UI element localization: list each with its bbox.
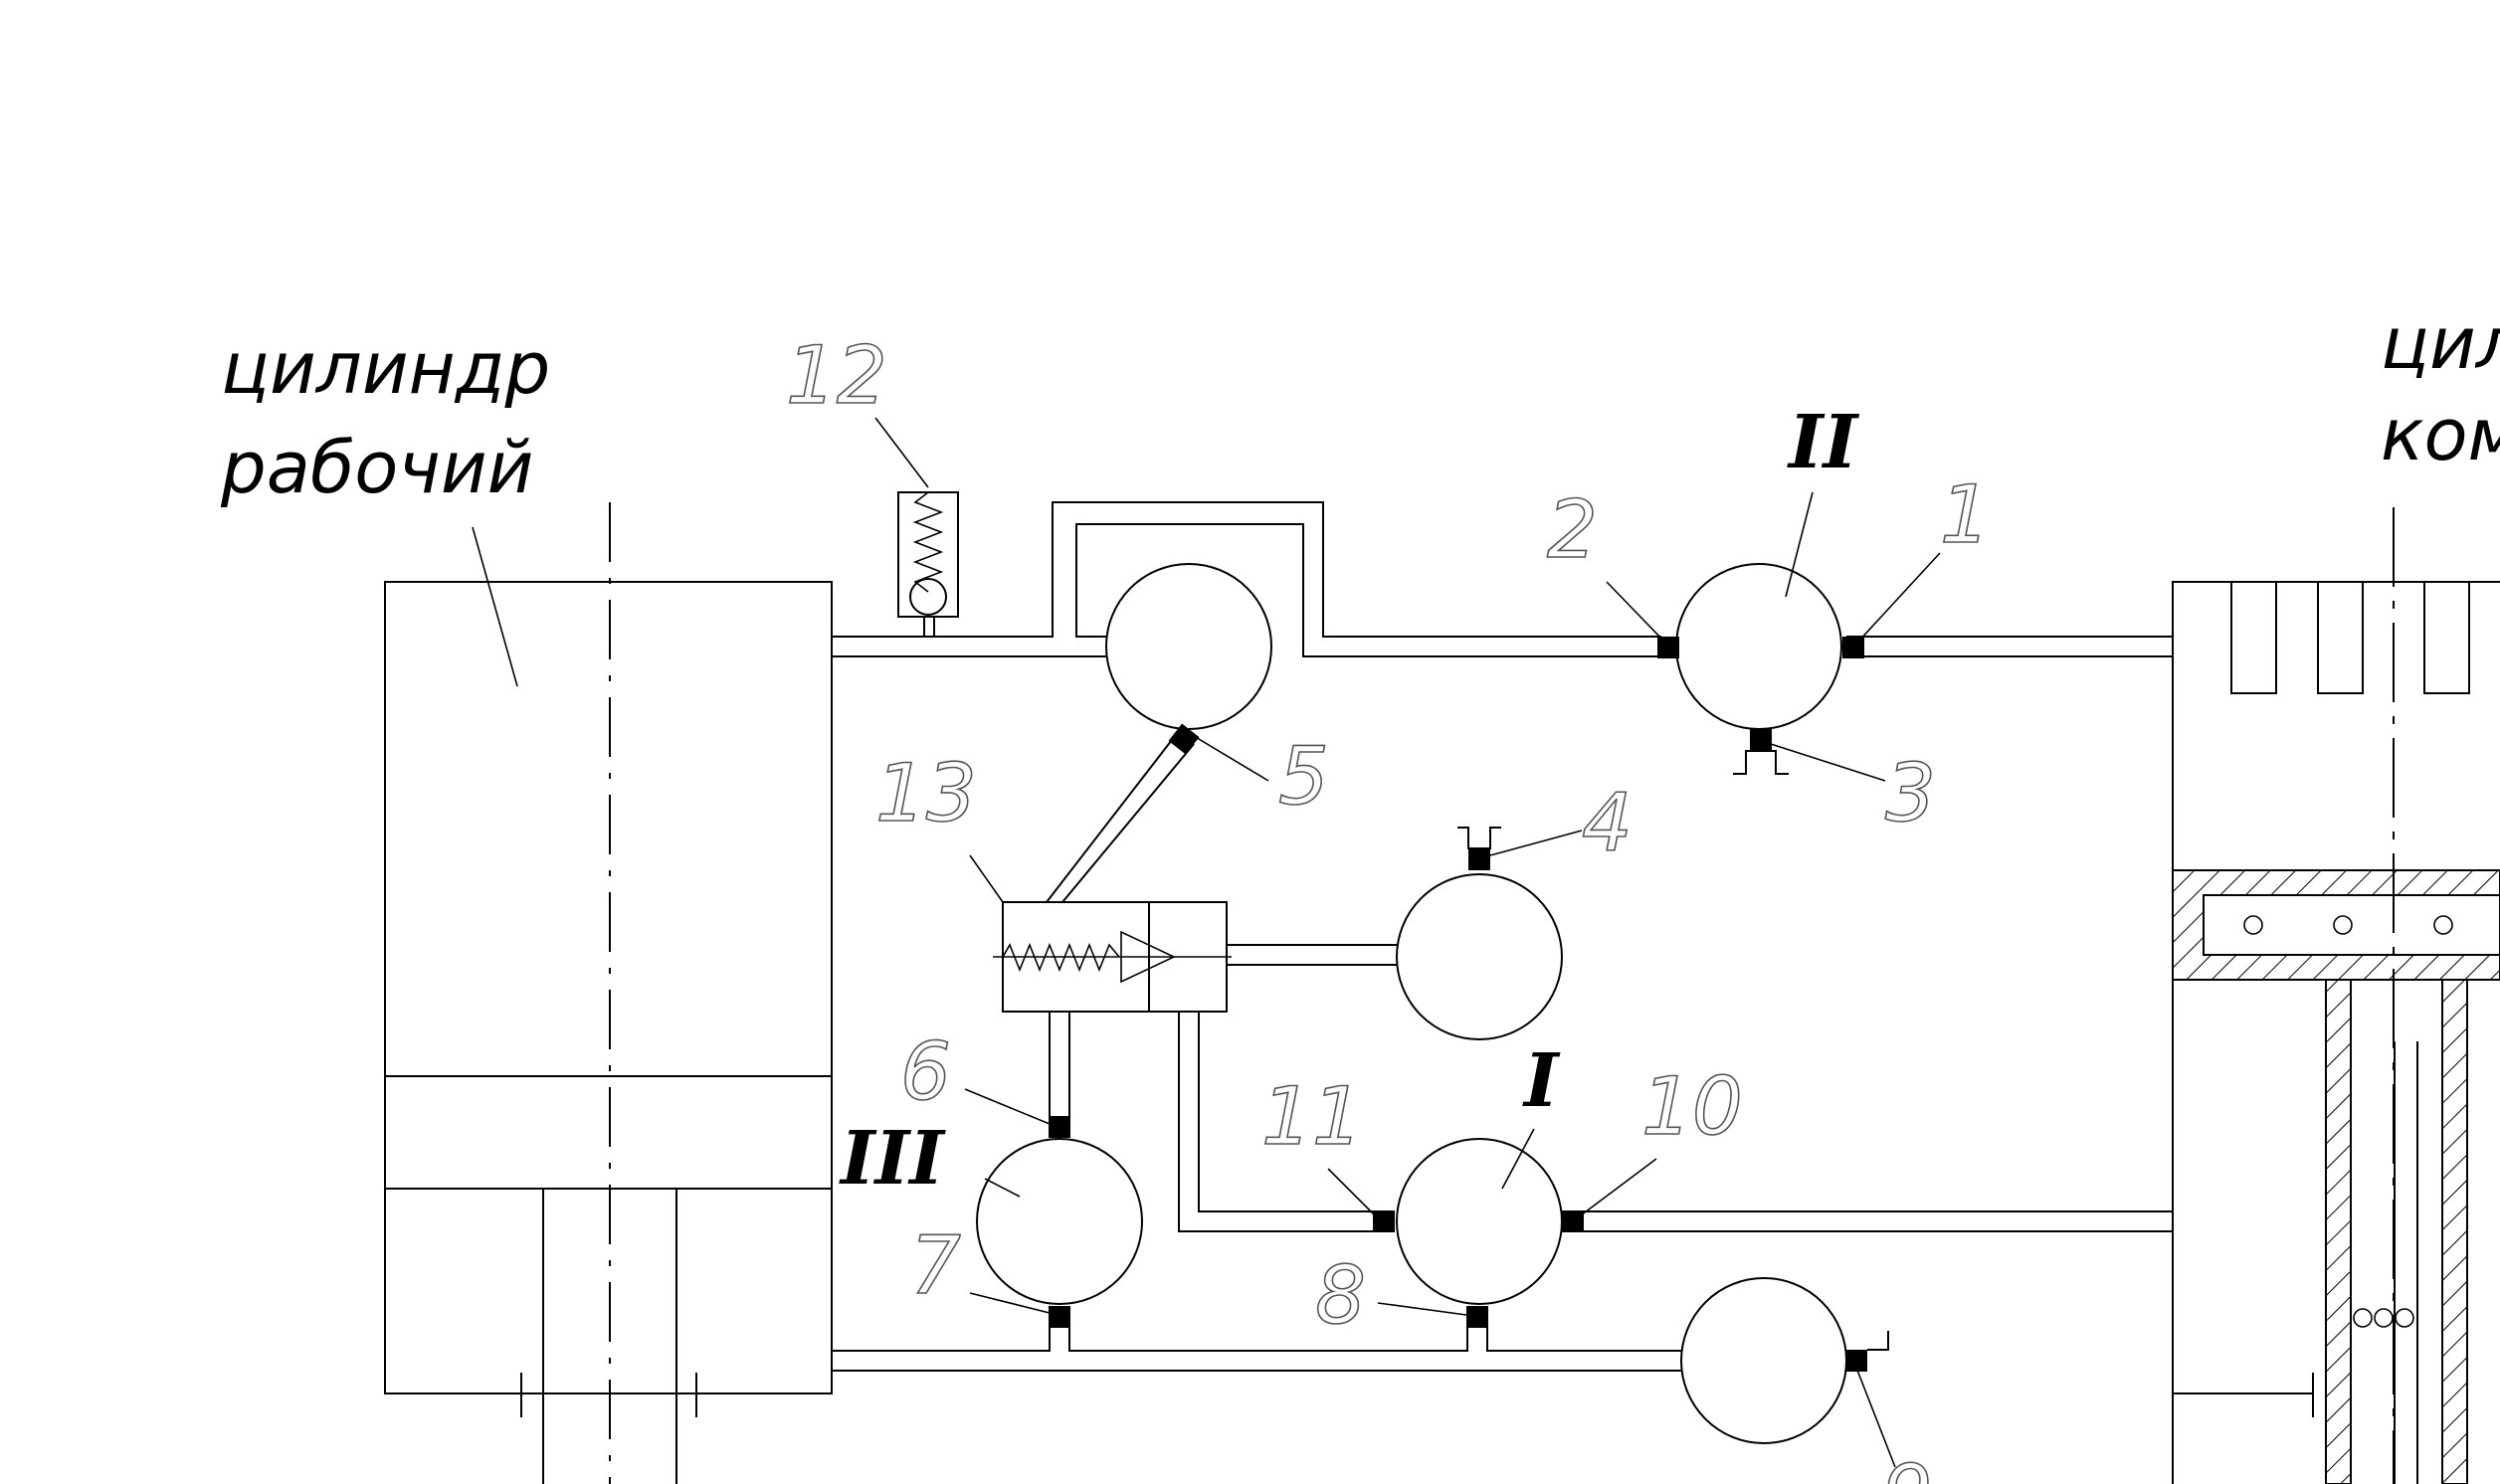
label-11: 11 <box>1261 1070 1363 1163</box>
port-11 <box>1373 1210 1395 1232</box>
relief-valve-12 <box>897 491 959 618</box>
port-8 <box>1466 1306 1488 1328</box>
working-cylinder-caption-line2: рабочий <box>220 426 533 509</box>
chamber-I <box>1396 1138 1563 1305</box>
port-6 <box>1049 1116 1070 1138</box>
working-cylinder-caption-line1: цилиндр <box>221 326 550 410</box>
chamber-III <box>976 1138 1143 1305</box>
port-10 <box>1562 1210 1584 1232</box>
reservoir-5 <box>1105 563 1272 730</box>
port-2 <box>1657 637 1679 658</box>
chamber-label-I: I <box>1522 1038 1561 1124</box>
label-8: 8 <box>1315 1249 1366 1342</box>
port-7 <box>1049 1306 1070 1328</box>
label-6: 6 <box>900 1025 951 1118</box>
label-3: 3 <box>1885 747 1936 839</box>
working-cylinder <box>384 502 833 1484</box>
label-5: 5 <box>1278 730 1329 823</box>
chamber-label-III: III <box>839 1116 946 1202</box>
compressor-cylinder-caption-line1: цил <box>2381 301 2500 385</box>
label-10: 10 <box>1641 1060 1743 1153</box>
label-9: 9 <box>1882 1448 1933 1484</box>
port-3 <box>1750 729 1772 751</box>
label-1: 1 <box>1940 468 1991 561</box>
label-4: 4 <box>1582 777 1633 869</box>
label-13: 13 <box>875 747 977 839</box>
label-2: 2 <box>1547 483 1598 576</box>
valve-13 <box>993 901 1232 1013</box>
label-12: 12 <box>786 329 887 422</box>
port-4 <box>1468 848 1490 870</box>
chamber-II <box>1675 563 1842 730</box>
compressor-cylinder-caption-line2: ком <box>2381 393 2500 476</box>
reservoir-4 <box>1396 873 1563 1040</box>
reservoir-9 <box>1680 1277 1847 1444</box>
ports <box>1049 637 1889 1372</box>
port-1 <box>1842 637 1864 658</box>
compressor-cylinder <box>2172 507 2500 1484</box>
port-9 <box>1845 1350 1867 1372</box>
port-number-labels: 1 2 3 4 5 6 7 8 9 10 11 12 13 <box>785 328 1992 1484</box>
leader-lines <box>874 417 1941 1468</box>
label-7: 7 <box>910 1219 961 1312</box>
port-5 <box>1168 723 1200 755</box>
chamber-label-II: II <box>1787 400 1860 485</box>
pipe-network <box>832 501 2173 1372</box>
